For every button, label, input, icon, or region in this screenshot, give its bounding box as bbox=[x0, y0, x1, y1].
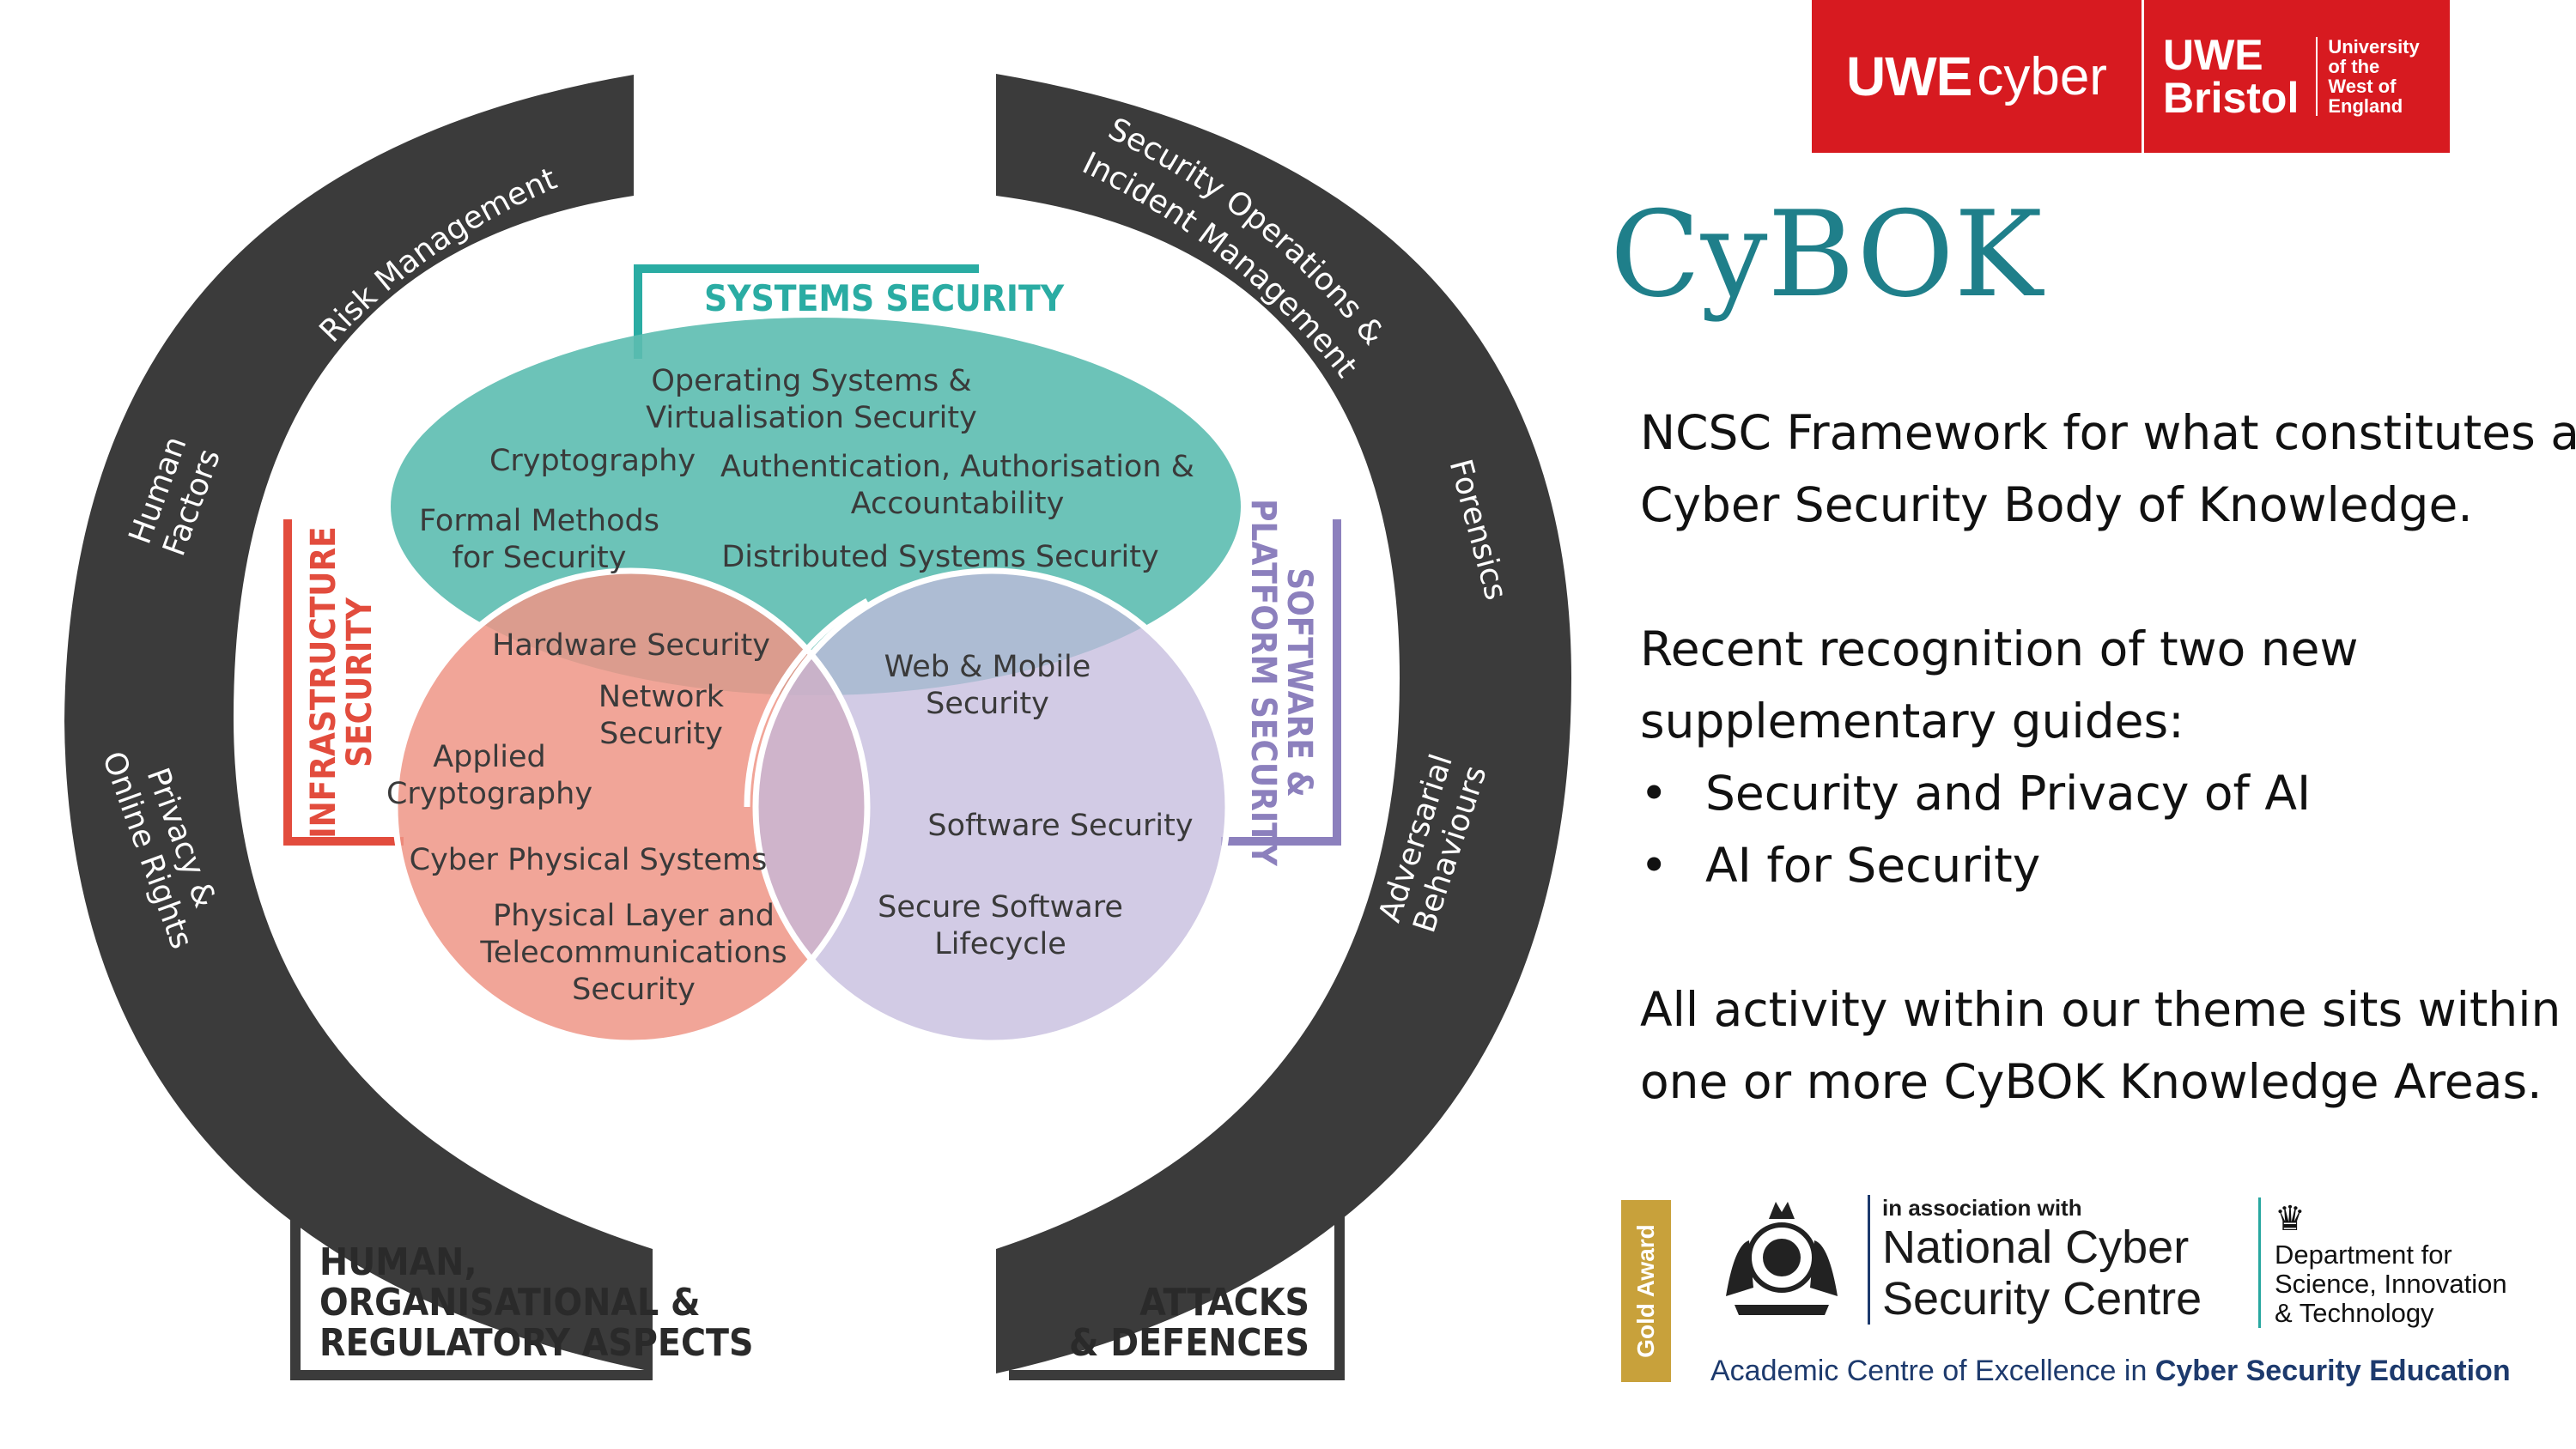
network-label-2: Security bbox=[599, 717, 723, 751]
systems-security-label: SYSTEMS SECURITY bbox=[704, 277, 1065, 319]
page-title: CyBOK bbox=[1610, 185, 2043, 324]
left-arc bbox=[64, 75, 653, 1372]
attacks-bracket bbox=[1009, 1107, 1345, 1380]
ace-footer-text: Academic Centre of Excellence in Cyber S… bbox=[1710, 1355, 2511, 1388]
physical-label-1: Physical Layer and bbox=[493, 899, 775, 933]
overlap-outline bbox=[744, 597, 869, 808]
uwe-cyber-light: cyber bbox=[1977, 46, 2107, 106]
dsit-line3: & Technology bbox=[2275, 1298, 2434, 1328]
hardware-label: Hardware Security bbox=[492, 628, 770, 663]
software-label-1: SOFTWARE & bbox=[1279, 567, 1319, 797]
bullet-item: • Security and Privacy of AI bbox=[1640, 757, 2311, 829]
uwe-cyber-bold: UWE bbox=[1846, 45, 1972, 107]
para3-line1: All activity within our theme sits withi… bbox=[1640, 982, 2561, 1037]
systems-bracket bbox=[634, 264, 979, 359]
para3-line2: one or more CyBOK Knowledge Areas. bbox=[1640, 1054, 2543, 1109]
cps-label: Cyber Physical Systems bbox=[410, 843, 768, 877]
ssl-label-2: Lifecycle bbox=[934, 927, 1066, 961]
dsit-logo: ♛ Department for Science, Innovation & T… bbox=[2258, 1197, 2507, 1328]
physical-label-2: Telecommunications bbox=[479, 936, 787, 970]
formal-label-2: for Security bbox=[453, 541, 627, 575]
ssl-label-1: Secure Software bbox=[878, 890, 1123, 925]
auth-label-2: Accountability bbox=[851, 487, 1065, 521]
physical-label-3: Security bbox=[572, 973, 696, 1007]
software-circle-outline bbox=[752, 567, 1231, 1046]
uwe-cyber-logo: UWE cyber bbox=[1812, 0, 2144, 153]
in-association-text: in association with bbox=[1882, 1195, 2082, 1221]
human-aspects-label-2: ORGANISATIONAL & bbox=[319, 1281, 700, 1325]
para2-line2: supplementary guides: bbox=[1640, 694, 2184, 749]
right-arc bbox=[996, 74, 1571, 1373]
university-line1: University bbox=[2328, 36, 2420, 58]
dsit-line1: Department for bbox=[2275, 1240, 2452, 1270]
applied-crypto-label-2: Cryptography bbox=[386, 777, 592, 811]
royal-crest-icon bbox=[1726, 1202, 1838, 1315]
software-circle bbox=[756, 571, 1228, 1043]
uwe-bristol-line1: UWE bbox=[2163, 31, 2263, 79]
cybok-diagram: Risk Management & Governance Human Facto… bbox=[64, 74, 1571, 1380]
para2-line1: Recent recognition of two new bbox=[1640, 621, 2359, 676]
formal-label-1: Formal Methods bbox=[419, 504, 659, 538]
web-label-1: Web & Mobile bbox=[884, 650, 1091, 684]
software-security-label: Software Security bbox=[927, 809, 1193, 843]
applied-crypto-label-1: Applied bbox=[433, 740, 546, 774]
bullet-dot: • bbox=[1640, 766, 1668, 821]
web-label-2: Security bbox=[926, 687, 1049, 721]
os-label-1: Operating Systems & bbox=[651, 364, 971, 398]
auth-label-1: Authentication, Authorisation & bbox=[720, 450, 1194, 484]
human-aspects-label-3: REGULATORY ASPECTS bbox=[319, 1321, 754, 1365]
bullet-dot: • bbox=[1640, 838, 1668, 893]
uwe-bristol-logo: UWE Bristol University of the West of En… bbox=[2144, 0, 2450, 153]
distributed-label: Distributed Systems Security bbox=[721, 540, 1158, 574]
human-aspects-label-1: HUMAN, bbox=[319, 1240, 477, 1284]
ncsc-line1: National Cyber bbox=[1882, 1222, 2190, 1273]
gold-award-badge: Gold Award bbox=[1621, 1200, 1671, 1382]
uwe-bristol-line2: Bristol bbox=[2163, 74, 2300, 122]
infrastructure-circle bbox=[395, 571, 867, 1043]
bullet-text-1: Security and Privacy of AI bbox=[1705, 766, 2312, 821]
software-label-2: PLATFORM SECURITY bbox=[1243, 499, 1283, 867]
para1-line1: NCSC Framework for what constitutes a bbox=[1640, 405, 2576, 460]
crown-icon: ♛ bbox=[2275, 1200, 2306, 1238]
software-bracket bbox=[1221, 519, 1341, 846]
human-bracket bbox=[290, 1116, 653, 1380]
ncsc-line2: Security Centre bbox=[1882, 1273, 2202, 1325]
infrastructure-label-2: SECURITY bbox=[340, 597, 380, 767]
attacks-label-2: & DEFENCES bbox=[1069, 1321, 1309, 1365]
para1-line2: Cyber Security Body of Knowledge. bbox=[1640, 477, 2473, 532]
ncsc-logo: in association with National Cyber Secur… bbox=[1868, 1195, 2202, 1325]
bullet-text-2: AI for Security bbox=[1705, 838, 2041, 893]
ace-bold: Cyber Security Education bbox=[2154, 1355, 2511, 1387]
attacks-label-1: ATTACKS bbox=[1139, 1281, 1309, 1325]
network-label-1: Network bbox=[598, 680, 725, 714]
gold-award-text: Gold Award bbox=[1632, 1224, 1659, 1358]
dsit-line2: Science, Innovation bbox=[2275, 1269, 2507, 1299]
infrastructure-circle-outline bbox=[392, 567, 871, 1046]
infrastructure-label-1: INFRASTRUCTURE bbox=[304, 526, 343, 839]
university-line3: West of bbox=[2328, 76, 2397, 97]
uwe-logo-bar: UWE cyber UWE Bristol University of the … bbox=[1812, 0, 2450, 153]
crypto-label: Cryptography bbox=[489, 444, 696, 478]
university-line4: England bbox=[2328, 95, 2403, 117]
bullet-item: • AI for Security bbox=[1640, 829, 2040, 901]
university-line2: of the bbox=[2328, 56, 2380, 77]
infra-bracket bbox=[283, 519, 404, 846]
ace-prefix: Academic Centre of Excellence in bbox=[1710, 1355, 2148, 1387]
os-label-2: Virtualisation Security bbox=[646, 401, 977, 435]
